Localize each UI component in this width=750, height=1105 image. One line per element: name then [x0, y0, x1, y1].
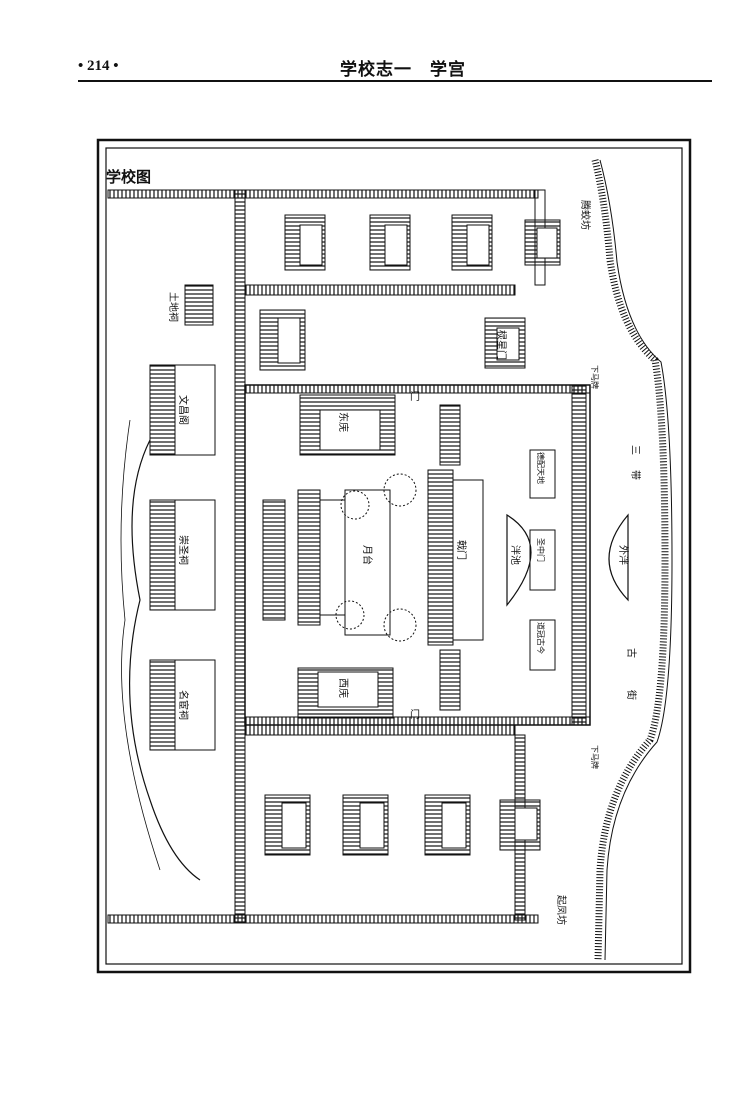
- label-arch-3: 道冠古今: [536, 622, 546, 654]
- gate-side-east: [439, 404, 461, 466]
- outer-pan-pool: [608, 513, 629, 602]
- label-wai-pan: 外泮: [617, 545, 630, 565]
- label-tudi: 土地祠: [167, 292, 180, 322]
- label-east-hall: 东庑: [337, 412, 350, 432]
- label-minghuan: 名宦祠: [177, 690, 190, 720]
- label-top-fang: 腾蛟坊: [579, 200, 592, 230]
- page-number: • 214 •: [78, 58, 119, 74]
- label-yuetai: 月台: [361, 545, 374, 565]
- header-rule: [78, 80, 712, 82]
- label-road-4: 带: [629, 470, 641, 480]
- memorial-arches: [529, 449, 556, 671]
- label-arch-1: 德配天地: [536, 452, 546, 484]
- compound-wall-left: [234, 189, 246, 924]
- hillside-halls: [120, 284, 216, 881]
- label-bottom-fang: 起凤坊: [555, 895, 568, 925]
- east-court-wall: [244, 284, 516, 296]
- label-chongsheng: 崇圣祠: [177, 535, 190, 565]
- east-court-buildings: [259, 214, 561, 371]
- front-wall: [571, 384, 587, 726]
- map-labels: 学校图 腾蛟坊 起凤坊 棂星门 泮池 外泮 戟门 月台 德配天地 圣中门 道冠古…: [106, 168, 641, 925]
- west-court-wall: [244, 724, 516, 736]
- river-bank: [591, 159, 669, 961]
- label-gate-b: 门: [410, 708, 420, 721]
- ji-gate-building: [427, 469, 454, 646]
- label-panchi: 泮池: [509, 545, 522, 565]
- label-arch-2: 圣中门: [536, 538, 546, 562]
- label-lingxing-gate: 棂星门: [495, 330, 508, 360]
- temple-court-bottom: [244, 716, 591, 726]
- running-header-title: 学校志一 学宫: [340, 60, 466, 80]
- ji-gate-porch: [452, 479, 484, 641]
- map-title: 学校图: [106, 168, 151, 186]
- main-hall: [262, 394, 417, 719]
- label-road-1: 街: [625, 690, 638, 700]
- label-xiama-1: 下马牌: [590, 365, 600, 389]
- outer-frame: [96, 138, 692, 974]
- label-wenchang: 文昌阁: [177, 395, 190, 425]
- label-xiama-2: 下马牌: [590, 745, 600, 769]
- temple-court-top: [244, 384, 591, 394]
- label-gate-a: 门: [410, 390, 420, 403]
- panchi-pool: [506, 513, 532, 607]
- label-ji-gate: 戟门: [455, 540, 468, 560]
- inner-frame: [105, 147, 683, 965]
- compound-wall-bottom: [107, 914, 539, 924]
- label-road-3: 三: [629, 445, 640, 455]
- gate-side-west: [439, 649, 461, 711]
- label-road-2: 古: [625, 648, 638, 658]
- compound-wall-top: [107, 189, 539, 199]
- west-court-buildings: [264, 794, 541, 856]
- label-west-hall: 西庑: [337, 678, 350, 698]
